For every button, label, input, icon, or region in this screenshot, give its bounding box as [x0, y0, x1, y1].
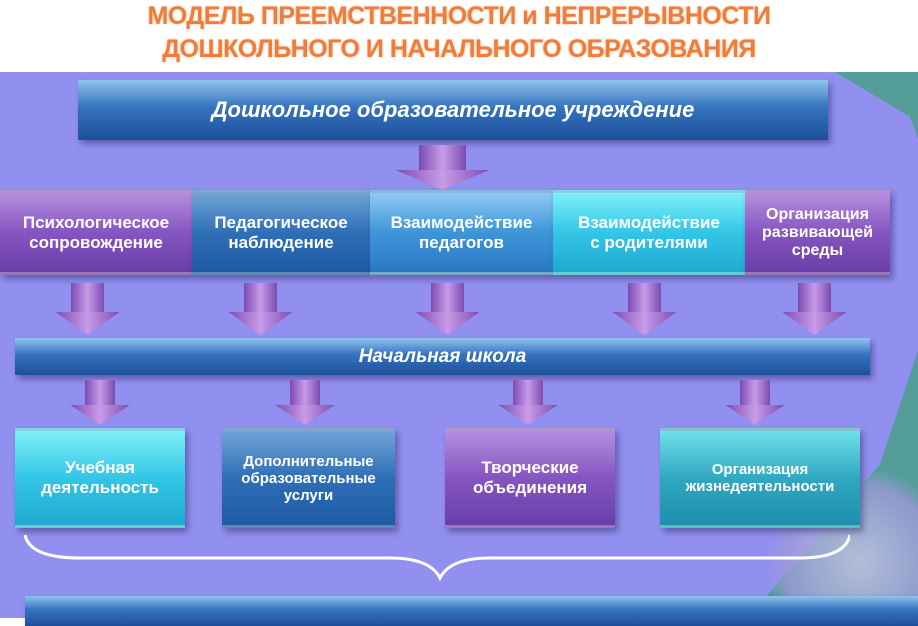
bottom-bar [25, 596, 918, 626]
down-arrow-icon [55, 283, 120, 335]
title-line-2: ДОШКОЛЬНОГО И НАЧАЛЬНОГО ОБРАЗОВАНИЯ [162, 35, 756, 63]
down-arrow-icon [782, 283, 847, 335]
slide-title: МОДЕЛЬ ПРЕЕМСТВЕННОСТИ и НЕПРЕРЫВНОСТИ Д… [0, 0, 918, 66]
curly-brace-icon [23, 534, 850, 582]
down-arrow-icon [228, 283, 293, 335]
down-arrow-icon [725, 380, 785, 425]
down-arrow-icon [395, 145, 490, 190]
title-line-1: МОДЕЛЬ ПРЕЕМСТВЕННОСТИ и НЕПРЕРЫВНОСТИ [147, 2, 771, 30]
primary-school-bar: Начальная школа [15, 338, 870, 375]
preschool-bar: Дошкольное образовательное учреждение [78, 80, 828, 140]
down-arrow-icon [498, 380, 558, 425]
down-arrow-icon [415, 283, 480, 335]
down-arrow-icon [275, 380, 335, 425]
down-arrow-icon [612, 283, 677, 335]
down-arrow-icon [70, 380, 130, 425]
